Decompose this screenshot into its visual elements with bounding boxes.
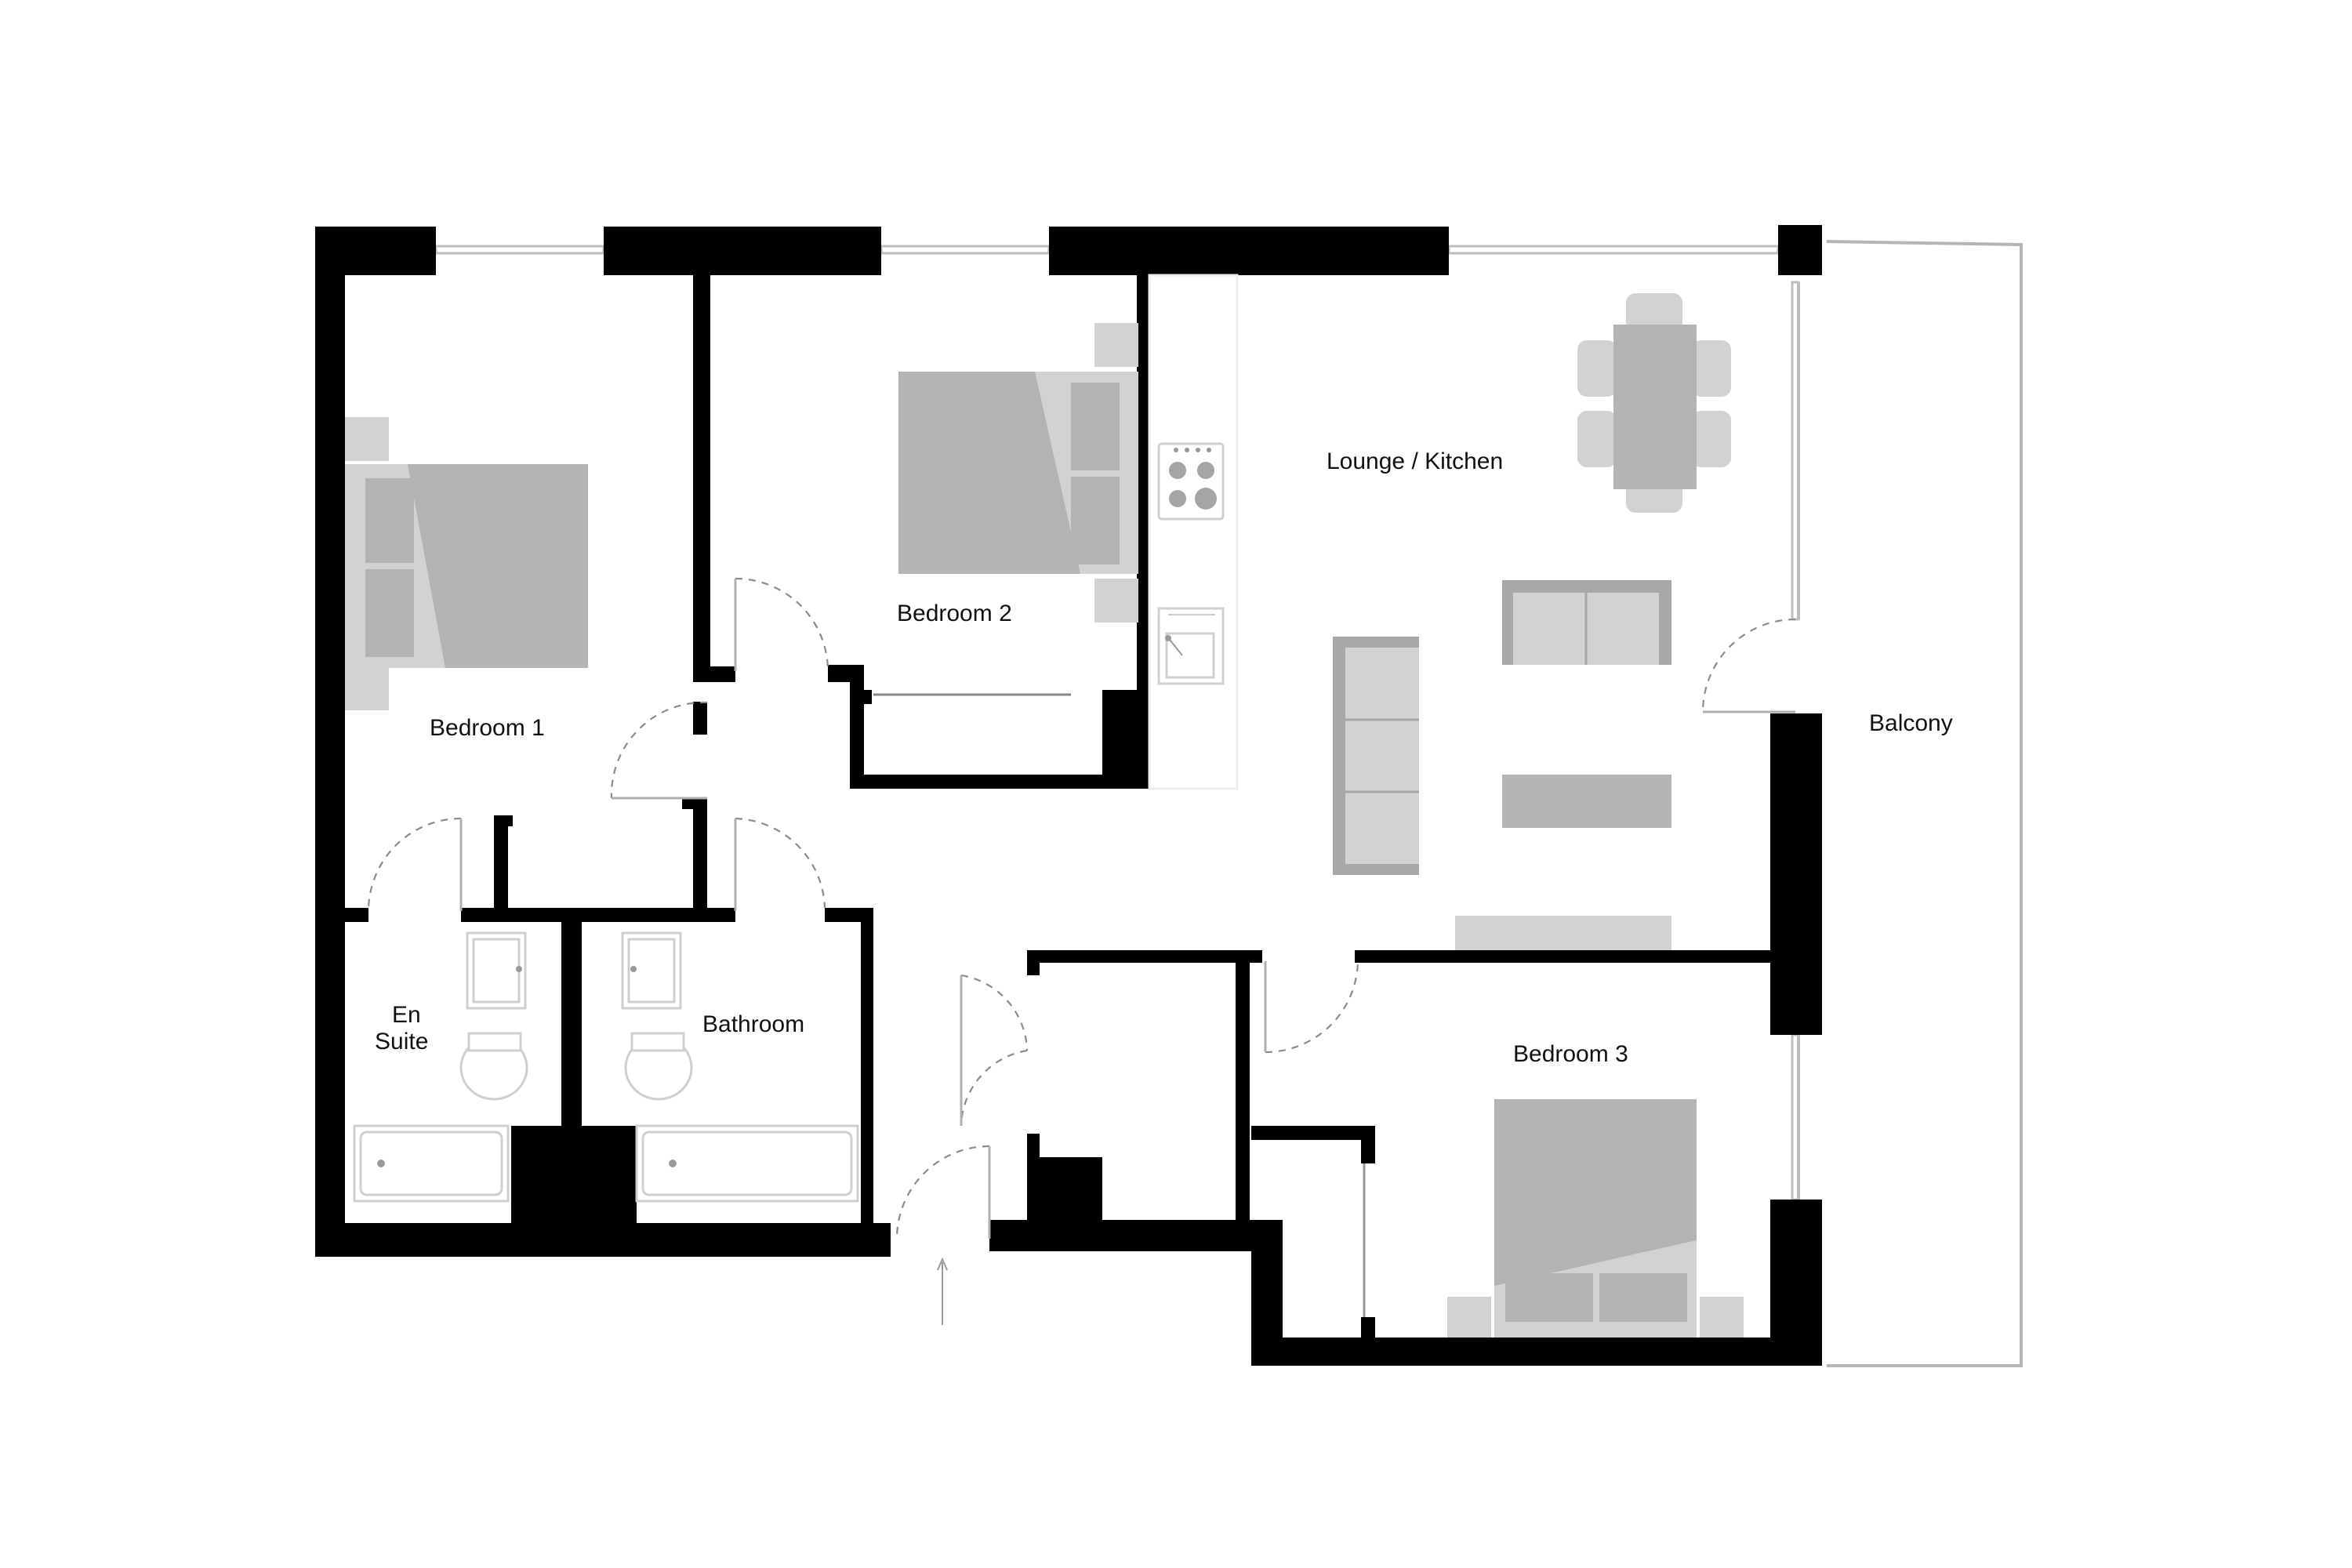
kitchen-counter	[1148, 274, 1239, 790]
label-balcony: Balcony	[1869, 710, 1953, 736]
door-swings	[367, 577, 1796, 1325]
sofa-top	[1502, 580, 1671, 665]
label-bedroom3: Bedroom 3	[1513, 1041, 1628, 1067]
bed-bedroom3	[1363, 1099, 1744, 1338]
label-en-suite-line1: En	[392, 1002, 421, 1028]
coffee-table	[1502, 775, 1671, 828]
bathroom-fixtures	[621, 931, 859, 1203]
label-lounge-kitchen: Lounge / Kitchen	[1327, 448, 1503, 474]
label-en-suite-line2: Suite	[375, 1029, 428, 1054]
label-bedroom2: Bedroom 2	[897, 601, 1012, 626]
sofa-left	[1333, 637, 1419, 875]
en-suite-fixtures	[353, 931, 528, 1203]
balcony-outline	[1797, 240, 2023, 1367]
walls	[315, 225, 1822, 1366]
label-bathroom: Bathroom	[702, 1011, 804, 1037]
dining-table	[1577, 293, 1731, 513]
tv-unit	[1455, 916, 1671, 950]
bed-bedroom1	[345, 417, 588, 710]
label-bedroom1: Bedroom 1	[430, 715, 545, 741]
bed-bedroom2	[873, 323, 1138, 696]
